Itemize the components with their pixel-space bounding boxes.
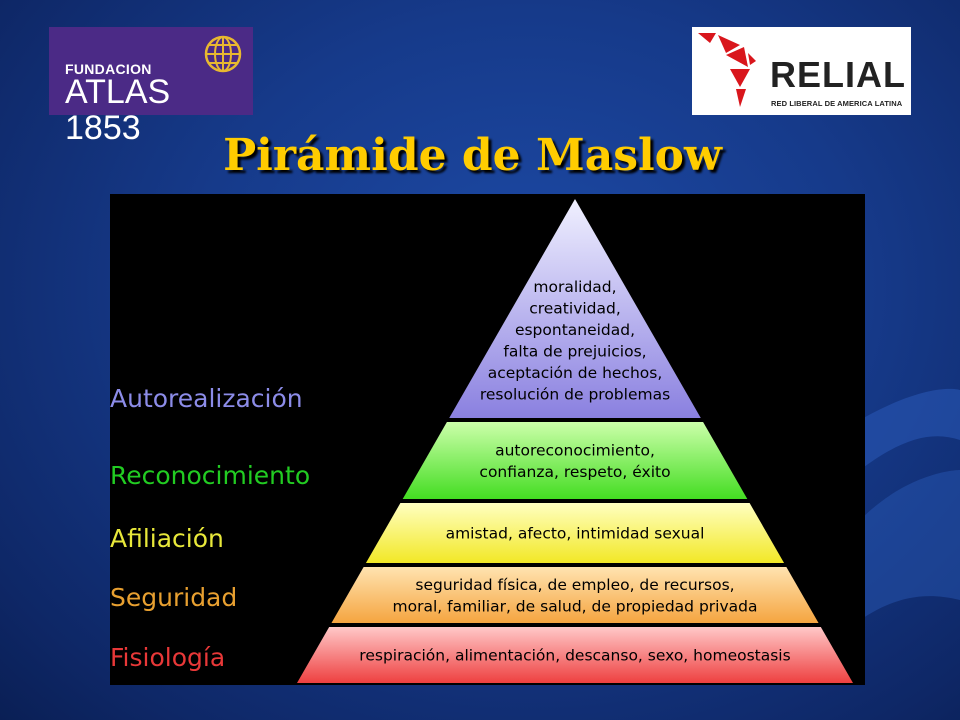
- tier-4-text-line: seguridad física, de empleo, de recursos…: [415, 576, 734, 594]
- tier-1-text-line: espontaneidad,: [515, 321, 635, 339]
- maslow-pyramid-panel: moralidad, creatividad, espontaneidad, falt…: [110, 194, 865, 685]
- tier-label-4: Seguridad: [110, 583, 237, 612]
- relial-subtitle: RED LIBERAL DE AMERICA LATINA: [771, 99, 903, 108]
- tier-4-text-line: moral, familiar, de salud, de propiedad …: [393, 597, 758, 615]
- logo-left-line2: ATLAS 1853: [65, 73, 171, 147]
- fundacion-atlas-logo: FUNDACION ATLAS 1853: [49, 27, 253, 146]
- tier-label-1: Autorealización: [110, 384, 303, 413]
- pyramid-tier-2: [402, 422, 748, 499]
- tier-2-text-line: autoreconocimiento,: [495, 441, 655, 459]
- pyramid-tier-3: [365, 503, 785, 563]
- tier-5-text-line: respiración, alimentación, descanso, sex…: [359, 647, 790, 665]
- globe-icon: [204, 35, 242, 73]
- tier-1-text-line: resolución de problemas: [480, 386, 670, 404]
- slide-title: Pirámide de Maslow: [223, 130, 722, 181]
- americas-tangram-icon: [698, 33, 756, 107]
- tier-1-text-line: falta de prejuicios,: [503, 343, 646, 361]
- pyramid-tier-1: [449, 199, 701, 418]
- logo-left-line1: FUNDACION: [65, 61, 152, 77]
- tier-1-text-line: moralidad,: [533, 278, 616, 296]
- tier-label-5: Fisiología: [110, 643, 225, 672]
- pyramid-tier-4: [331, 567, 819, 623]
- tier-label-3: Afiliación: [110, 524, 224, 553]
- tier-label-2: Reconocimiento: [110, 461, 310, 490]
- tier-2-text-line: confianza, respeto, éxito: [479, 463, 670, 481]
- pyramid-tier-5: [297, 627, 853, 683]
- tier-3-text-line: amistad, afecto, intimidad sexual: [446, 525, 705, 543]
- tier-1-text-line: creatividad,: [529, 300, 621, 318]
- relial-name: RELIAL: [770, 54, 906, 95]
- tier-1-text-line: aceptación de hechos,: [488, 364, 663, 382]
- maslow-pyramid: moralidad, creatividad, espontaneidad, falt…: [110, 199, 853, 683]
- relial-logo: RELIAL RED LIBERAL DE AMERICA LATINA: [692, 27, 911, 115]
